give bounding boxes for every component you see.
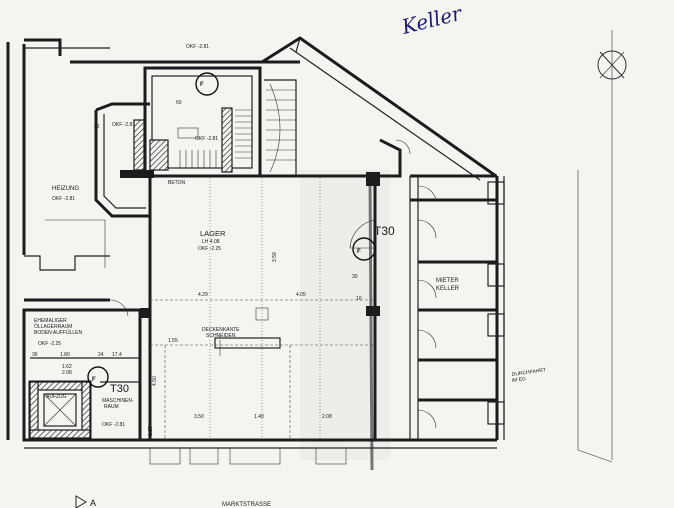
dim-162: 1.62	[62, 364, 72, 370]
dim-208: 2.08	[62, 370, 72, 376]
stair-small-level: OKF -2.81	[112, 122, 135, 128]
heizung-area	[24, 102, 150, 302]
heizung-level: OKF -2.81	[52, 196, 75, 202]
dim-10: 10	[356, 296, 362, 302]
mieter-keller-compartments	[376, 138, 505, 440]
lager-room	[120, 170, 380, 465]
dim-60: 60	[176, 100, 182, 106]
fire-door-symbol-top	[195, 72, 219, 96]
dim-30: 30	[352, 274, 358, 280]
dim-359: 3.59	[272, 252, 278, 262]
beton-label: BETON	[168, 180, 186, 186]
dim-450: 4.50	[152, 376, 158, 386]
heizung-name: HEIZUNG	[52, 186, 79, 192]
dim-350: 3.50	[194, 414, 204, 420]
lower-left-rooms	[22, 299, 142, 442]
dim-24: 24	[98, 352, 104, 358]
dim-155: 1.55	[168, 338, 178, 344]
oellager-line2: ÖLLAGERRAUM	[34, 323, 72, 330]
deckenkante-line1: DECKENKANTE	[202, 327, 240, 333]
dim-125: 1.25	[148, 426, 154, 436]
dim-405: 4.05	[296, 292, 306, 298]
maschinenraum-line2: RAUM	[104, 404, 119, 410]
oellager-level: OKF -2.25	[38, 341, 61, 347]
durchfahrt-line2: IM EG	[511, 376, 526, 384]
mieterkeller-line2: KELLER	[436, 286, 460, 292]
oellager-line3: BODEN AUFFÜLLEN	[34, 329, 82, 336]
lager-name: LAGER	[200, 229, 226, 238]
compass-icon	[597, 50, 627, 80]
fire-door-letter-lager: F	[357, 249, 361, 255]
stair-block	[133, 66, 297, 178]
fire-door-letter-lower: F	[92, 377, 96, 383]
dim-429: 4.29	[198, 292, 208, 298]
dim-180: 1.80	[60, 352, 70, 358]
lager-sub: LH 4.08	[202, 239, 220, 245]
dim-140: 1.40	[254, 414, 264, 420]
maschinenraum-line1: MASCHINEN-	[102, 398, 134, 404]
lager-level: OKF -2.25	[198, 246, 221, 252]
dim-208b: 2.08	[322, 414, 332, 420]
dim-174: 17.4	[112, 352, 122, 358]
durchfahrt-line1: DURCHFAHRT	[511, 367, 546, 378]
fire-door-letter-top: F	[200, 82, 204, 88]
aufzug-name: AUFZUG	[46, 394, 67, 400]
section-marker-icon	[75, 495, 87, 508]
street-name: MARKTSTRASSE	[222, 502, 271, 508]
dim-36: 36	[32, 352, 38, 358]
dim-42: 42	[94, 124, 100, 130]
fire-door-symbol-lower	[87, 366, 109, 388]
corridor-level: OKF -2.81	[186, 44, 209, 50]
mieterkeller-line1: MIETER	[436, 278, 459, 284]
t30-label: T30	[374, 224, 395, 238]
maschinenraum-level: OKF -2.81	[102, 422, 125, 428]
section-marker-label: A	[90, 498, 96, 508]
t30-label-lower: T30	[110, 383, 129, 395]
stair-top-level: OKF -2.81	[195, 136, 218, 142]
fire-door-symbol-lager	[352, 237, 376, 261]
oellager-line1: EHEMALIGER	[34, 318, 67, 324]
deckenkante-line2: SCHNEIDEN	[206, 333, 236, 339]
